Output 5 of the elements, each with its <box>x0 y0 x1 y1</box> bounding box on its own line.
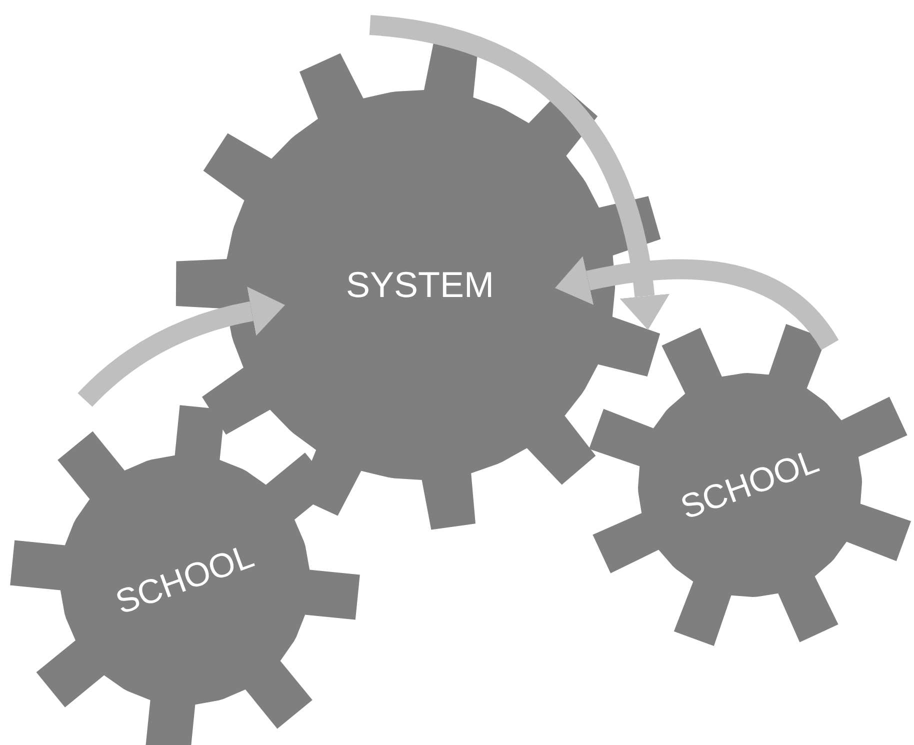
gear-label: SYSTEM <box>346 264 494 306</box>
curved-arrow <box>78 286 285 407</box>
curved-arrow <box>554 256 838 350</box>
curved-arrow <box>368 15 670 330</box>
gear-shape <box>10 405 360 745</box>
